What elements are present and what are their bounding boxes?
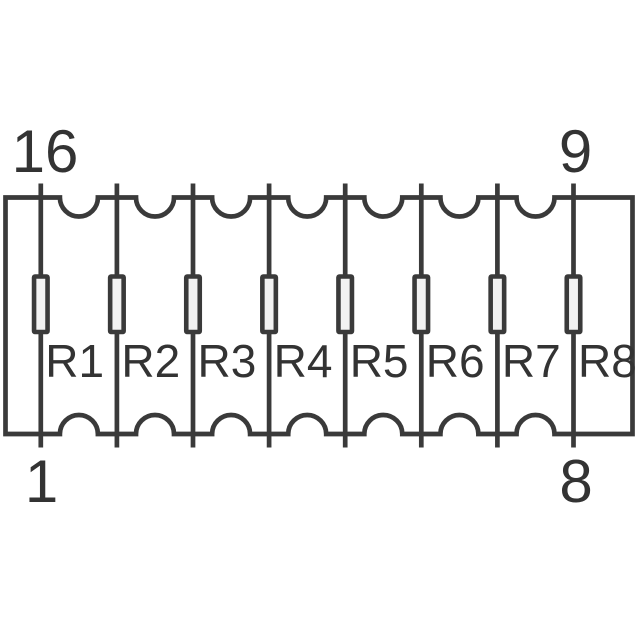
component-body-outline — [3, 195, 635, 437]
resistor-label-r6: R6 — [426, 335, 485, 387]
resistor-body-r5 — [336, 274, 355, 335]
resistor-bodies — [31, 274, 583, 335]
resistor-label-r7: R7 — [502, 335, 561, 387]
resistor-body-r2 — [107, 274, 126, 335]
pin-number-top-right: 9 — [559, 118, 592, 185]
pin-number-bottom-right: 8 — [559, 448, 592, 515]
resistor-label-r8: R8 — [578, 335, 637, 387]
resistor-body-r3 — [183, 274, 203, 335]
resistor-label-r5: R5 — [350, 335, 409, 387]
resistor-labels: R1 R2 R3 R4 R5 R6 R7 R8 — [45, 335, 637, 387]
resistor-label-r3: R3 — [198, 335, 257, 387]
resistor-label-r2: R2 — [121, 335, 180, 387]
resistor-body-r1 — [31, 274, 50, 335]
pin-number-bottom-left: 1 — [25, 448, 58, 515]
pin-number-top-left: 16 — [12, 118, 79, 185]
resistor-body-r6 — [412, 274, 431, 335]
resistor-label-r4: R4 — [274, 335, 333, 387]
resistor-label-r1: R1 — [45, 335, 104, 387]
resistor-body-r7 — [488, 274, 507, 335]
pin-number-labels: 16 9 1 8 — [12, 118, 593, 515]
resistor-body-r4 — [260, 274, 279, 335]
resistor-body-r8 — [564, 274, 583, 335]
